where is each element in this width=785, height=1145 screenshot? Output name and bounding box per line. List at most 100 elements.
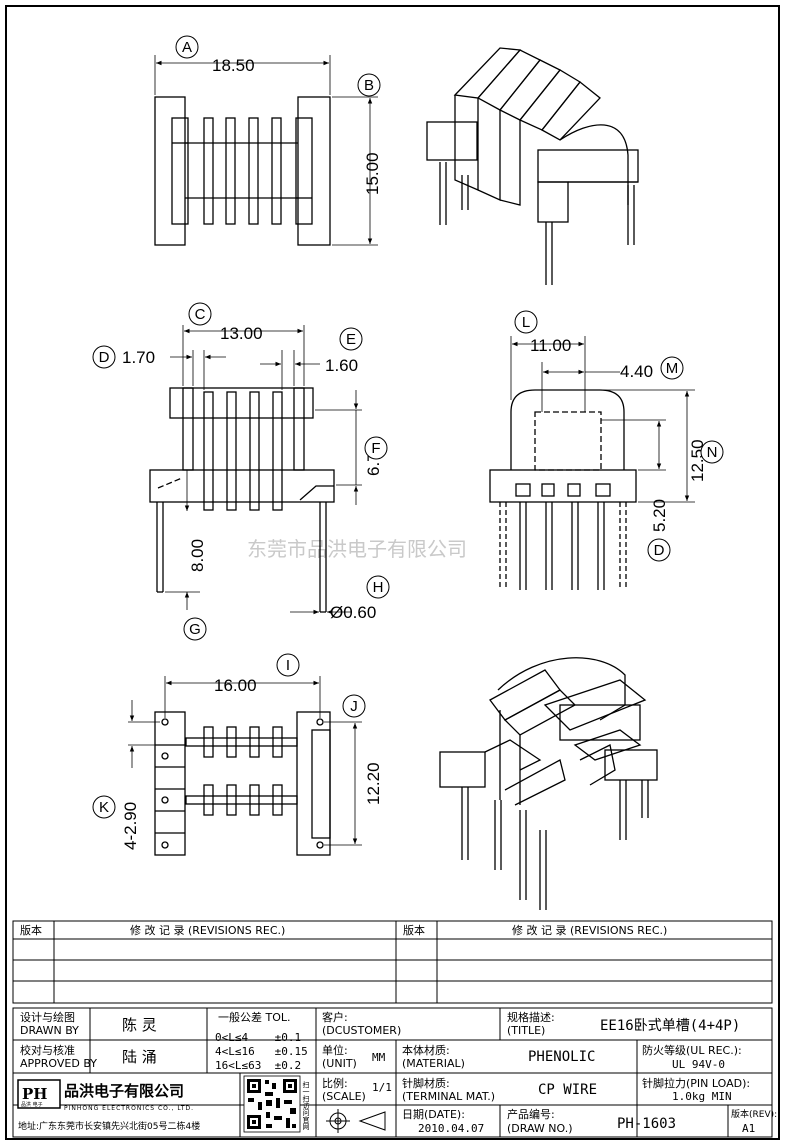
svg-text:G: G (189, 621, 201, 638)
bubble-c: C (188, 302, 212, 326)
dim-m-value: 4.40 (620, 362, 653, 381)
svg-text:H: H (373, 579, 384, 596)
svg-text:K: K (99, 799, 109, 816)
bubble-e: E (339, 327, 363, 351)
approved-by-name: 陆 涌 (122, 1048, 157, 1066)
scale-label-en: (SCALE) (322, 1090, 366, 1103)
bubble-l: L (514, 310, 538, 334)
bubble-o: D (647, 538, 671, 562)
bubble-b: B (357, 73, 381, 97)
tolerance-row-1: 0<L≤4 ±0.1 (215, 1031, 301, 1044)
revisions-table (12, 920, 773, 1004)
dim-d-value: 1.70 (122, 348, 155, 367)
svg-text:C: C (195, 306, 206, 323)
material-label-cn: 本体材质: (402, 1043, 450, 1057)
svg-text:F: F (371, 440, 380, 457)
unit-label-cn: 单位: (322, 1043, 348, 1057)
dim-e-value: 1.60 (325, 356, 358, 375)
date-value: 2010.04.07 (418, 1122, 484, 1135)
dim-l-value: 11.00 (530, 336, 571, 355)
drawn-by-label-en: DRAWN BY (20, 1024, 79, 1037)
svg-text:D: D (654, 542, 665, 559)
dim-i-value: 16.00 (214, 676, 257, 695)
bubble-a: A (175, 35, 199, 59)
bubble-f: F (364, 436, 388, 460)
svg-text:PH: PH (22, 1085, 47, 1103)
dim-h-value: Ø0.60 (330, 603, 376, 622)
dim-a-value: 18.50 (212, 56, 255, 75)
material-value: PHENOLIC (528, 1049, 595, 1065)
company-logo: PH 品洪 电子 (17, 1079, 61, 1109)
dim-j-value: 12.20 (364, 762, 383, 805)
page-frame (5, 5, 780, 1140)
draw-no-value: PH-1603 (617, 1116, 676, 1132)
svg-text:L: L (522, 314, 530, 331)
bubble-n: N (700, 440, 724, 464)
ul-rec-value: UL 94V-0 (672, 1058, 725, 1071)
approved-by-label-cn: 校对与核准 (20, 1043, 75, 1057)
scale-label-cn: 比例: (322, 1076, 348, 1090)
svg-text:N: N (707, 444, 718, 461)
dim-k-value: 4-2.90 (121, 802, 140, 850)
rev-label: 版本(REV): (731, 1108, 777, 1120)
side-view (489, 336, 695, 590)
watermark: 东莞市品洪电子有限公司 (247, 537, 467, 561)
company-name-cn: 品洪电子有限公司 (64, 1082, 184, 1100)
front-view (149, 325, 362, 615)
bubble-m: M (660, 356, 684, 380)
bubble-j: J (342, 694, 366, 718)
drawn-by-name: 陈 灵 (122, 1016, 157, 1034)
top-view (154, 55, 378, 246)
rev-col-record-1: 修 改 记 录 (REVISIONS REC.) (130, 923, 285, 937)
tolerance-row-3: 16<L≤63 ±0.2 (215, 1059, 301, 1072)
terminal-label-cn: 针脚材质: (402, 1076, 450, 1090)
rev-value: A1 (742, 1122, 755, 1135)
title-value: EE16卧式单槽(4+4P) (600, 1018, 740, 1034)
bubble-d: D (92, 345, 116, 369)
customer-label-cn: 客户: (322, 1010, 348, 1024)
svg-text:J: J (350, 698, 358, 715)
projection-symbol-icon (326, 1109, 386, 1133)
svg-text:品洪 电子: 品洪 电子 (21, 1101, 43, 1108)
draw-no-label-en: (DRAW NO.) (507, 1122, 572, 1135)
rev-col-record-2: 修 改 记 录 (REVISIONS REC.) (512, 923, 667, 937)
customer-label-en: (DCUSTOMER) (322, 1024, 401, 1037)
svg-text:E: E (346, 331, 356, 348)
svg-text:M: M (666, 360, 679, 377)
svg-text:D: D (99, 349, 110, 366)
scale-value: 1/1 (372, 1081, 392, 1094)
svg-text:I: I (286, 657, 290, 674)
ul-rec-label: 防火等级(UL REC.): (642, 1043, 742, 1057)
svg-text:B: B (364, 77, 374, 94)
rev-col-version-1: 版本 (20, 923, 42, 937)
date-label: 日期(DATE): (402, 1108, 465, 1121)
svg-text:A: A (182, 39, 192, 56)
pin-load-value: 1.0kg MIN (672, 1090, 732, 1103)
tolerance-row-2: 4<L≤16 ±0.15 (215, 1045, 308, 1058)
terminal-label-en: (TERMINAL MAT.) (402, 1090, 495, 1103)
rev-col-version-2: 版本 (403, 923, 425, 937)
dim-o-value: 5.20 (650, 499, 669, 532)
dim-b-value: 15.00 (363, 152, 382, 195)
bottom-view (128, 676, 362, 856)
unit-label-en: (UNIT) (322, 1057, 357, 1070)
bubble-g: G (183, 617, 207, 641)
bubble-h: H (366, 575, 390, 599)
draw-no-label-cn: 产品编号: (507, 1107, 555, 1121)
bubble-k: K (92, 795, 116, 819)
title-block-grid (12, 1007, 773, 1138)
tolerance-title: 一般公差 TOL. (218, 1010, 291, 1024)
approved-by-label-en: APPROVED BY (20, 1057, 97, 1070)
unit-value: MM (372, 1051, 386, 1064)
terminal-value: CP WIRE (538, 1082, 597, 1098)
material-label-en: (MATERIAL) (402, 1057, 465, 1070)
qr-code-icon (243, 1075, 301, 1133)
pin-load-label: 针脚拉力(PIN LOAD): (642, 1076, 750, 1090)
company-address: 地址:广东东莞市长安镇先兴北街05号二栋4楼 (18, 1120, 200, 1132)
dim-g-value: 8.00 (188, 539, 207, 572)
title-label-en: (TITLE) (507, 1024, 545, 1037)
iso-view-bottom (439, 657, 658, 910)
title-label-cn: 规格描述: (507, 1010, 555, 1024)
dim-c-value: 13.00 (220, 324, 263, 343)
